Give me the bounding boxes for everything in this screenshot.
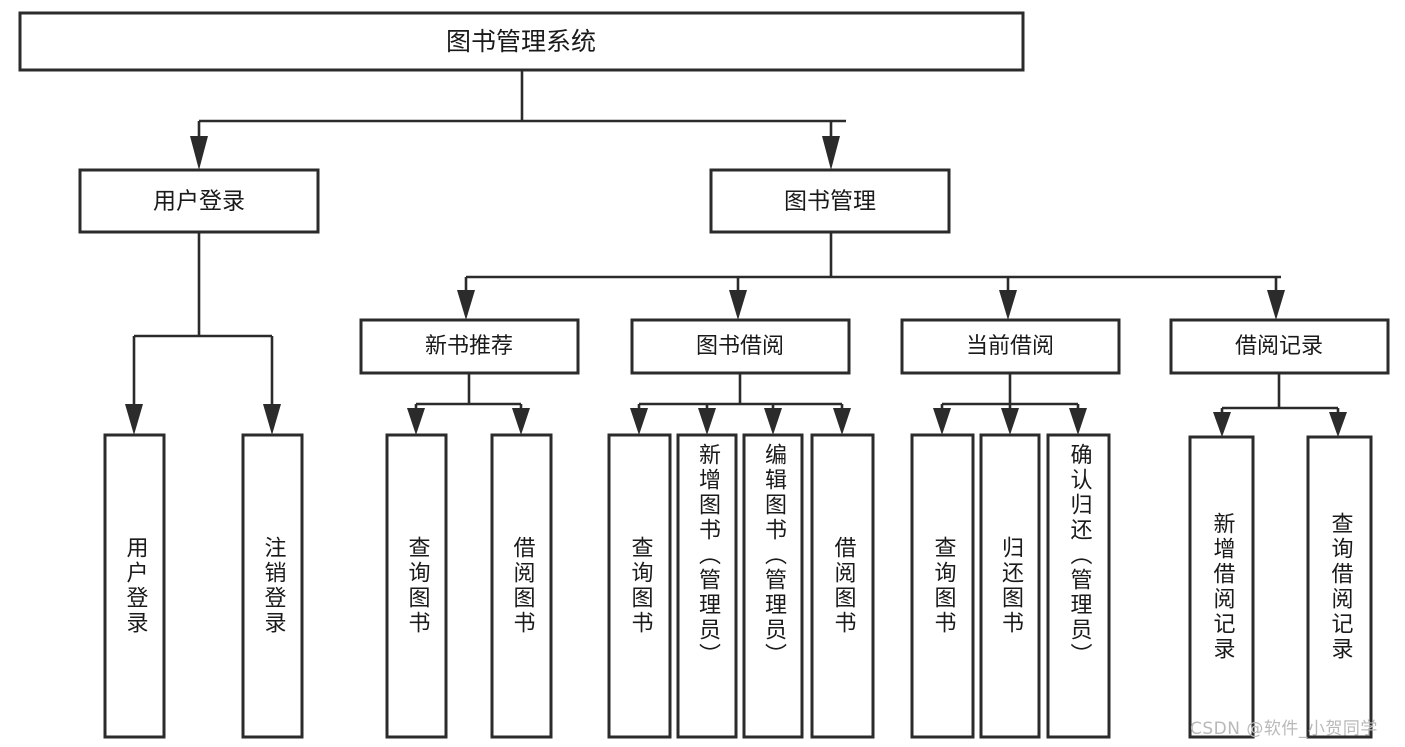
arrow-leaf-cb-2 xyxy=(1069,408,1087,435)
node-root-label: 图书管理系统 xyxy=(446,27,596,56)
node-book-borrow-label: 图书借阅 xyxy=(696,334,784,359)
connector-group-new-book-recommend xyxy=(407,373,530,435)
node-user-login-label: 用户登录 xyxy=(153,189,245,215)
leaf-box-nbr-0[interactable] xyxy=(385,433,448,739)
node-borrow-record-label: 借阅记录 xyxy=(1235,334,1323,359)
node-user-login[interactable] xyxy=(78,168,320,234)
arrow-leaf-bb-0 xyxy=(630,408,648,435)
node-root[interactable] xyxy=(18,11,1025,72)
node-new-book-recommend[interactable] xyxy=(359,318,580,375)
leaf-box-bb-0[interactable] xyxy=(607,433,672,739)
connector-group-current-borrow xyxy=(933,373,1087,435)
leaf-box-cb-2[interactable] xyxy=(1046,433,1111,739)
arrow-book-borrow xyxy=(729,290,747,320)
leaf-box-bb-2[interactable] xyxy=(742,433,804,739)
arrow-leaf-bb-3 xyxy=(833,408,851,435)
leaf-box-user-login-1[interactable] xyxy=(241,433,304,739)
arrow-borrow-record xyxy=(1267,290,1285,320)
arrow-leaf-bb-1 xyxy=(698,408,716,435)
node-current-borrow[interactable] xyxy=(900,318,1121,375)
arrow-leaf-cb-1 xyxy=(1001,408,1019,435)
connector-group-user-login xyxy=(125,232,281,435)
connector-group-root xyxy=(190,70,846,170)
arrow-leaf-bb-2 xyxy=(764,408,782,435)
arrow-book-mgmt xyxy=(822,136,840,170)
connector-group-book-mgmt xyxy=(457,232,1285,320)
node-current-borrow-label: 当前借阅 xyxy=(966,334,1054,359)
arrow-leaf-user-login-1 xyxy=(263,404,281,435)
leaf-box-bb-3[interactable] xyxy=(810,433,875,739)
leaf-box-nbr-1[interactable] xyxy=(490,433,553,739)
arrow-leaf-user-login-0 xyxy=(125,404,143,435)
connector-group-borrow-record xyxy=(1213,373,1347,437)
leaf-box-user-login-0[interactable] xyxy=(103,433,166,739)
arrow-leaf-nbr-0 xyxy=(407,408,425,435)
arrow-current-borrow xyxy=(999,290,1017,320)
node-new-book-recommend-label: 新书推荐 xyxy=(425,334,513,359)
leaf-box-bb-1[interactable] xyxy=(676,433,738,739)
node-borrow-record[interactable] xyxy=(1169,318,1390,375)
arrow-leaf-br-0 xyxy=(1213,412,1231,437)
node-book-management[interactable] xyxy=(709,168,951,234)
leaf-box-cb-1[interactable] xyxy=(979,433,1041,739)
connector-group-book-borrow xyxy=(630,373,851,435)
leaf-box-br-0[interactable] xyxy=(1188,435,1255,739)
node-book-management-label: 图书管理 xyxy=(784,189,876,215)
arrow-leaf-nbr-1 xyxy=(512,408,530,435)
leaf-box-br-1[interactable] xyxy=(1306,435,1373,739)
arrow-new-book-recommend xyxy=(457,290,475,320)
node-book-borrow[interactable] xyxy=(630,318,851,375)
leaf-box-cb-0[interactable] xyxy=(910,433,975,739)
watermark-label: CSDN @软件_小贺同学 xyxy=(1190,719,1378,739)
arrow-user-login xyxy=(190,136,208,170)
arrow-leaf-cb-0 xyxy=(933,408,951,435)
arrow-leaf-br-1 xyxy=(1329,412,1347,437)
